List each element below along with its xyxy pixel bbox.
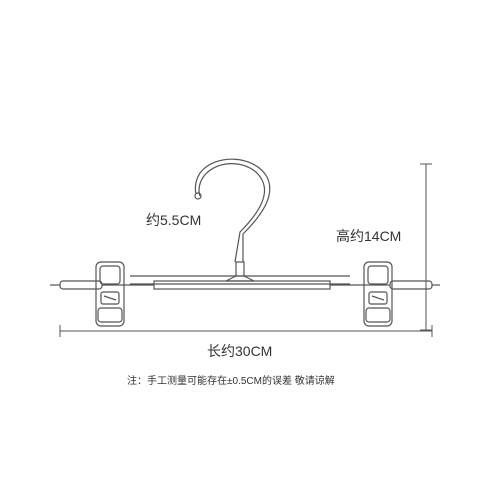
hanger-neck xyxy=(235,261,245,277)
height-dimension-line xyxy=(420,163,432,331)
left-clip xyxy=(95,261,125,327)
hanger-hook xyxy=(194,158,271,263)
height-label: 高约14CM xyxy=(336,228,402,244)
width-label: 长约30CM xyxy=(207,343,273,359)
width-dimension-line xyxy=(59,325,433,337)
hanger-bar xyxy=(50,275,440,290)
right-clip xyxy=(363,261,393,327)
hook-diameter-label: 约5.5CM xyxy=(146,212,202,228)
measurement-note: 注：手工测量可能存在±0.5CM的误差 敬请谅解 xyxy=(127,376,335,387)
